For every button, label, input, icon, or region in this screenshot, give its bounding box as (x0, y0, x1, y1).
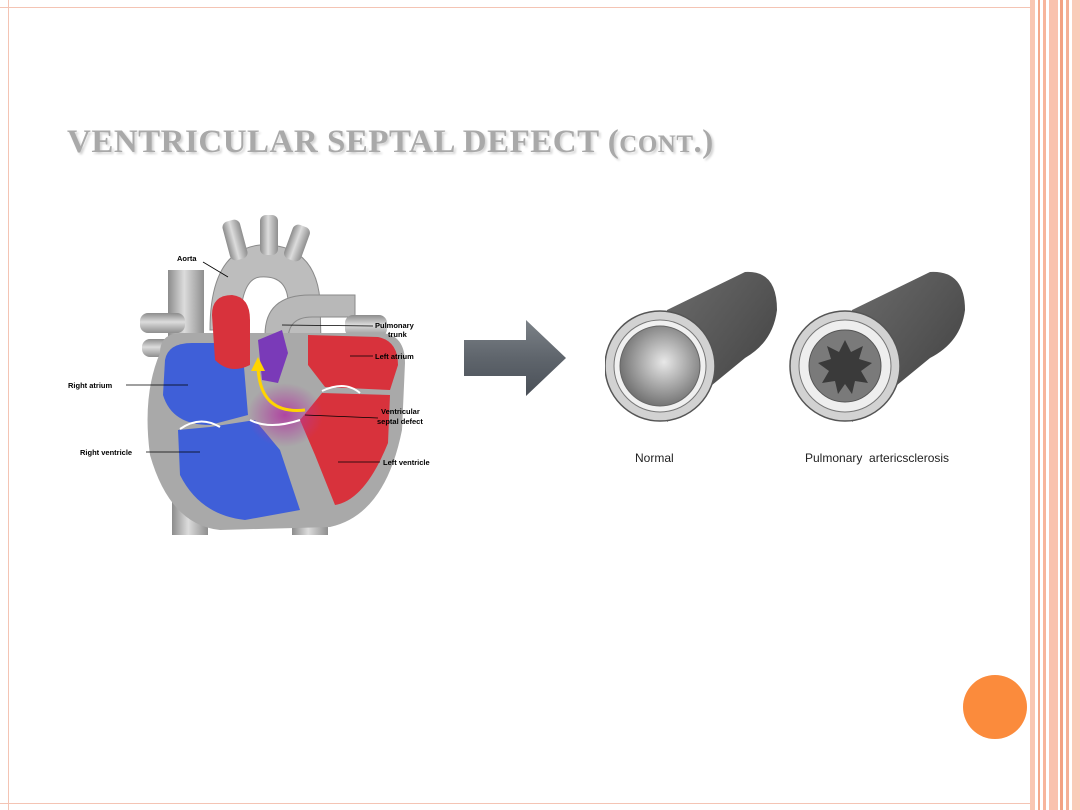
frame-bottom-line (0, 803, 1030, 804)
label-right-atrium: Right atrium (68, 381, 112, 390)
aortic-branch-3 (284, 224, 310, 262)
label-pulmonary-trunk-2: trunk (388, 330, 408, 339)
tricuspid-line (179, 420, 221, 430)
title-small-caps: CONT (619, 131, 694, 158)
pulmonary-root (258, 330, 288, 383)
title-main: VENTRICULAR SEPTAL DEFECT ( (67, 124, 620, 160)
label-normal: Normal (635, 451, 674, 465)
label-vsd-1: Ventricular (381, 407, 420, 416)
right-arrow-icon (464, 320, 566, 396)
right-ventricle (178, 420, 300, 520)
title-end: .) (693, 124, 714, 160)
shunt-arrowhead (251, 357, 265, 371)
label-vsd-2: septal defect (377, 417, 423, 426)
label-pulmonary-artericsclerosis: Pulmonary artericsclerosis (805, 451, 949, 465)
label-pulmonary-trunk-1: Pulmonary (375, 321, 415, 330)
aortic-branch-1 (222, 219, 248, 261)
label-left-ventricle: Left ventricle (383, 458, 430, 467)
aortic-branch-2 (260, 215, 278, 255)
sclerotic-vessel (789, 271, 965, 422)
left-atrium (308, 335, 398, 390)
vessel-comparison-diagram: Normal Pulmonary artericsclerosis (605, 271, 965, 465)
mitral-line (321, 385, 361, 394)
decorative-stripes (1030, 0, 1080, 810)
septum-line (249, 419, 301, 426)
label-left-atrium: Left atrium (375, 352, 414, 361)
frame-left-line (8, 0, 9, 810)
frame-top-line (0, 7, 1030, 8)
label-right-ventricle: Right ventricle (80, 448, 132, 457)
pulmonary-vein-left-1 (140, 313, 185, 333)
orange-circle-decoration (963, 675, 1027, 739)
vsd-glow (247, 383, 323, 447)
shunt-arrow (256, 366, 306, 412)
narrowed-lumen (818, 340, 872, 394)
normal-vessel (605, 271, 777, 422)
leader-lines (126, 261, 380, 463)
left-ventricle (300, 393, 390, 505)
heart-diagram: Aorta Pulmonary trunk Left atrium Right … (68, 215, 430, 535)
aorta-root (212, 295, 250, 369)
slide-title: VENTRICULAR SEPTAL DEFECT (CONT.) (67, 124, 714, 161)
label-aorta: Aorta (177, 254, 197, 263)
